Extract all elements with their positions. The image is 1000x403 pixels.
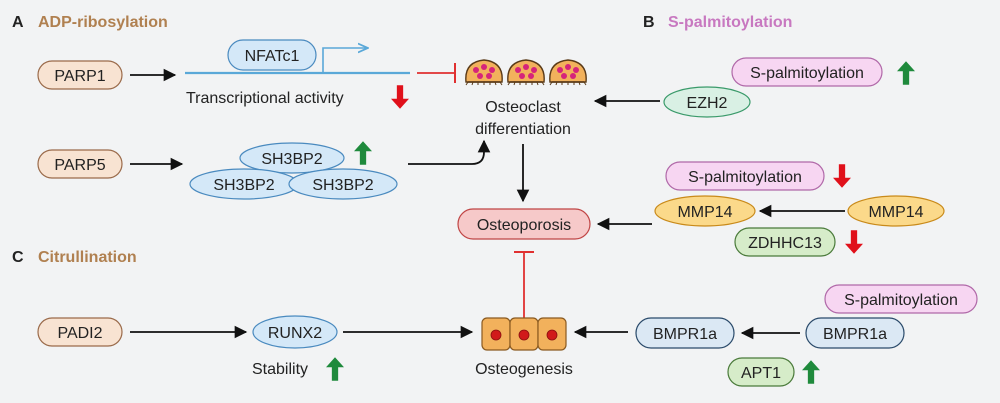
osteoporosis-label: Osteoporosis <box>477 217 571 234</box>
parp5-label: PARP5 <box>54 157 105 174</box>
spalm-mmp14-node: S-palmitoylation <box>665 161 825 191</box>
osteogenesis-label: Osteogenesis <box>475 361 573 378</box>
nfatc1-node: NFATc1 <box>227 39 317 71</box>
sh3bp2-left-label: SH3BP2 <box>213 177 274 194</box>
apt1-node: APT1 <box>727 357 795 387</box>
spalm-mmp14-label: S-palmitoylation <box>688 169 802 186</box>
ezh2-node: EZH2 <box>663 86 751 118</box>
padi2-label: PADI2 <box>57 325 102 342</box>
osteoclast-cell-icon <box>507 59 545 86</box>
osteoclast-label-line1: Osteoclast <box>485 99 561 116</box>
up-arrow-icon <box>354 141 372 165</box>
down-arrow-icon <box>833 164 851 188</box>
down-arrow-icon <box>391 85 409 109</box>
parp1-label: PARP1 <box>54 68 105 85</box>
section-c-letter: C <box>12 249 24 266</box>
ezh2-label: EZH2 <box>687 95 728 112</box>
runx2-label: RUNX2 <box>268 325 322 342</box>
osteoclast-cell-icon <box>465 59 503 86</box>
spalm-ezh2-node: S-palmitoylation <box>731 57 883 87</box>
sh3bp2-top-node: SH3BP2 <box>239 142 345 174</box>
section-a-title: ADP-ribosylation <box>38 14 168 31</box>
mmp14-right-label: MMP14 <box>868 204 923 221</box>
osteoclast-label-line2: differentiation <box>475 121 571 138</box>
spalm-bmpr1a-node: S-palmitoylation <box>824 284 978 314</box>
runx2-node: RUNX2 <box>252 315 338 349</box>
apt1-label: APT1 <box>741 365 781 382</box>
up-arrow-icon <box>897 61 915 85</box>
spalm-ezh2-label: S-palmitoylation <box>750 65 864 82</box>
bmpr1a-right-label: BMPR1a <box>823 326 887 343</box>
up-arrow-icon <box>802 360 820 384</box>
padi2-node: PADI2 <box>37 317 123 347</box>
inhibit-osteoporosis-line <box>514 251 534 318</box>
inhibit-osteoclast-line <box>417 63 456 83</box>
osteoblast-cell-icon <box>481 317 511 351</box>
section-b-letter: B <box>643 14 655 31</box>
osteoclast-cell-icon <box>549 59 587 86</box>
osteoblast-cell-icon <box>509 317 539 351</box>
down-arrow-icon <box>845 230 863 254</box>
zdhhc13-node: ZDHHC13 <box>734 227 836 257</box>
sh3bp2-right-label: SH3BP2 <box>312 177 373 194</box>
section-a-letter: A <box>12 14 24 31</box>
mmp14-right-node: MMP14 <box>847 195 945 227</box>
spalm-bmpr1a-label: S-palmitoylation <box>844 292 958 309</box>
parp5-node: PARP5 <box>37 149 123 179</box>
up-arrow-icon <box>326 357 344 381</box>
osteoporosis-node: Osteoporosis <box>457 208 591 240</box>
sh3bp2-to-osteoclast-arrow <box>408 139 491 165</box>
zdhhc13-label: ZDHHC13 <box>748 235 822 252</box>
bmpr1a-right-node: BMPR1a <box>805 317 905 349</box>
sh3bp2-right-node: SH3BP2 <box>288 168 398 200</box>
sh3bp2-left-node: SH3BP2 <box>189 168 299 200</box>
bmpr1a-left-node: BMPR1a <box>635 317 735 349</box>
section-c-title: Citrullination <box>38 249 137 266</box>
osteoblast-cell-icon <box>537 317 567 351</box>
parp1-node: PARP1 <box>37 60 123 90</box>
section-b-title: S-palmitoylation <box>668 14 792 31</box>
mmp14-left-label: MMP14 <box>677 204 732 221</box>
bmpr1a-left-label: BMPR1a <box>653 326 717 343</box>
nfatc1-label: NFATc1 <box>245 48 300 65</box>
mmp14-left-node: MMP14 <box>654 195 756 227</box>
sh3bp2-top-label: SH3BP2 <box>261 151 322 168</box>
stability-label: Stability <box>252 361 308 378</box>
transcriptional-activity-label: Transcriptional activity <box>186 90 344 107</box>
transcription-start-arrow <box>322 48 368 73</box>
